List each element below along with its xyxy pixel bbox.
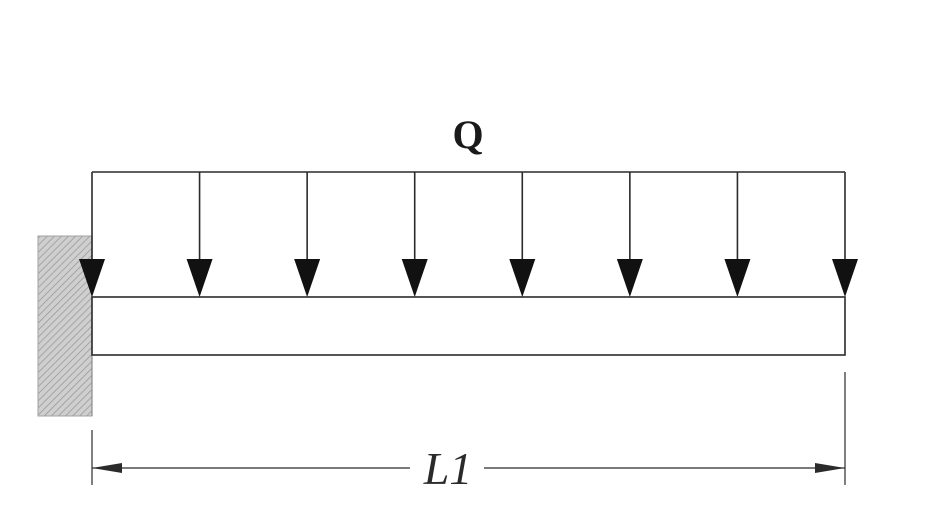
load-arrow-head	[401, 259, 428, 297]
load-arrow-head	[832, 259, 858, 297]
load-arrow-head	[294, 259, 321, 297]
dimension-arrowhead-right	[815, 463, 845, 473]
beam	[91, 296, 846, 356]
length-dimension: L1	[91, 372, 846, 494]
load-arrow-head	[79, 259, 105, 297]
load-arrows	[79, 172, 858, 297]
load-arrow-head	[509, 259, 536, 297]
dimension-arrowhead-left	[92, 463, 122, 473]
length-label: L1	[423, 443, 473, 494]
load-label: Q	[452, 112, 483, 157]
load-arrow-head	[186, 259, 213, 297]
load-arrow-head	[616, 259, 643, 297]
load-arrow-head	[724, 259, 751, 297]
distributed-load	[79, 171, 858, 297]
